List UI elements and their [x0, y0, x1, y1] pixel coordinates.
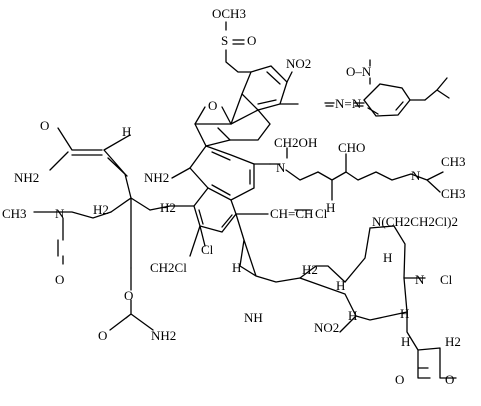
label-h-lactone: H [401, 334, 410, 349]
label-och3: OCH3 [212, 6, 246, 21]
label-n-bis-chloroethyl: N(CH2CH2Cl)2 [372, 214, 458, 229]
label-n-dimethyl: N [411, 168, 421, 183]
label-h2-pip: H2 [302, 262, 318, 277]
label-sulfur: S [221, 33, 228, 48]
label-n-nitroso: N [55, 206, 65, 221]
label-amide-oxygen: O [40, 118, 49, 133]
label-nh-aziridine: NH [244, 310, 263, 325]
label-lactone-carbonyl-oxygen: O [395, 372, 404, 387]
bond-lines [33, 21, 457, 379]
label-h-pip-b: H [383, 250, 392, 265]
label-h2-left: H2 [93, 202, 109, 217]
label-h2-mid: H2 [160, 200, 176, 215]
label-no2-pip: NO2 [314, 320, 339, 335]
label-nh2-ring: NH2 [144, 170, 169, 185]
label-ch2cl: CH2Cl [150, 260, 187, 275]
label-cl-ring: Cl [201, 242, 214, 257]
label-methyl-2: CH3 [441, 186, 466, 201]
label-cl-n-piperidine: Cl [440, 272, 453, 287]
label-h-chain: H [326, 200, 335, 215]
label-h-aziridine: H [232, 260, 241, 275]
label-vinyl-chain: CH=CH [270, 206, 313, 221]
label-no2-top: NO2 [286, 56, 311, 71]
label-h-pip-d: H [400, 306, 409, 321]
label-h2-lactone: H2 [445, 334, 461, 349]
label-vinyl-h: H [122, 124, 131, 139]
label-n-central: N [276, 160, 286, 175]
label-n-oxide: O–N [346, 64, 372, 79]
label-nh2-amide: NH2 [14, 170, 39, 185]
label-lactone-ring-oxygen: O [445, 372, 454, 387]
label-nitroso-oxygen: O [55, 272, 64, 287]
label-carbonyl-oxygen: O [98, 328, 107, 343]
label-h-pip-c: H [348, 308, 357, 323]
label-h-pip-a: H [336, 278, 345, 293]
label-n-piperidine: N [415, 272, 425, 287]
label-sulfinyl-oxygen: O [247, 33, 256, 48]
label-ch2oh: CH2OH [274, 135, 317, 150]
label-azo: N=N [335, 96, 362, 111]
label-epoxide-oxygen: O [208, 98, 217, 113]
label-carbamate-oxygen: O [124, 288, 133, 303]
label-nh2-carbamate: NH2 [151, 328, 176, 343]
atom-labels: OCH3 S O NO2 N=N O–N O CH2OH CHO O H NH2… [2, 6, 466, 387]
label-methyl-1: CH3 [441, 154, 466, 169]
label-cl-vinyl: Cl [315, 206, 328, 221]
label-cho: CHO [338, 140, 365, 155]
label-n-methyl-ch3: CH3 [2, 206, 27, 221]
